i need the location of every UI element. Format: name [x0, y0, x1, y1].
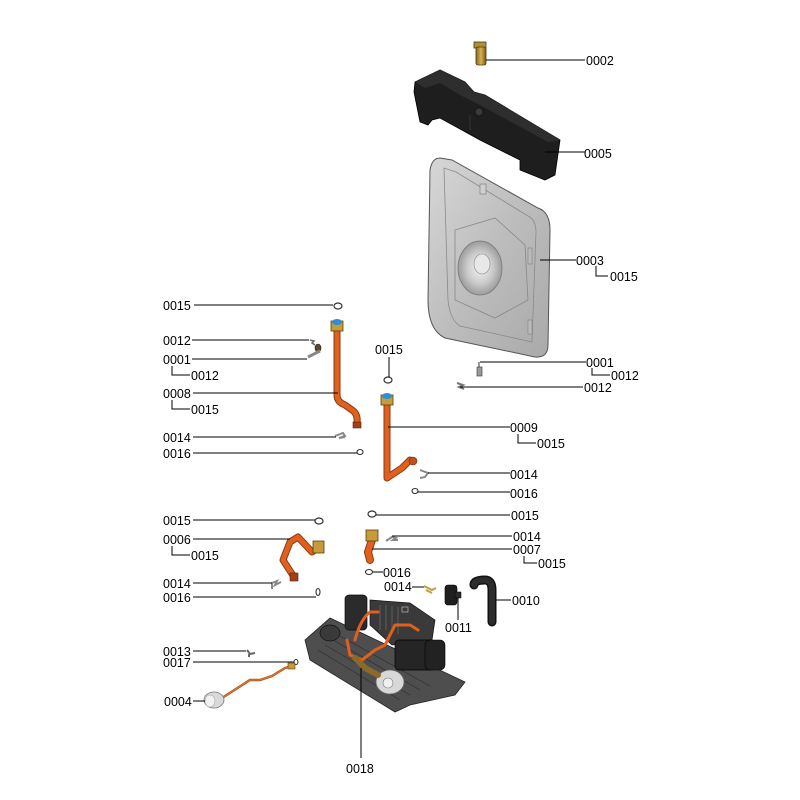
part-0016-oring-d[interactable]: [364, 568, 374, 576]
part-0015-oring-d[interactable]: [314, 517, 324, 525]
label-0014-e[interactable]: 0014: [384, 580, 412, 594]
part-0009-copper-pipe[interactable]: [380, 393, 418, 482]
label-0008[interactable]: 0008: [163, 387, 191, 401]
part-0012-clip-left[interactable]: [309, 339, 316, 346]
part-0018-hydraulic-assembly[interactable]: [304, 594, 466, 713]
label-0001-left[interactable]: 0001: [163, 353, 191, 367]
label-0009[interactable]: 0009: [510, 421, 538, 435]
label-0003-sub-0015[interactable]: 0015: [610, 270, 638, 284]
label-0002[interactable]: 0002: [586, 54, 614, 68]
part-0016-oring-a[interactable]: [356, 448, 364, 456]
label-0014-d[interactable]: 0014: [513, 530, 541, 544]
label-0007[interactable]: 0007: [513, 543, 541, 557]
label-0004[interactable]: 0004: [164, 695, 192, 709]
part-0013-clip[interactable]: [246, 649, 256, 657]
part-0014-clip-d[interactable]: [385, 535, 399, 542]
part-0014-clip-c[interactable]: [271, 579, 282, 589]
part-0016-oring-b[interactable]: [411, 487, 419, 495]
label-0014-a[interactable]: 0014: [163, 431, 191, 445]
label-0014-c[interactable]: 0014: [163, 577, 191, 591]
label-0007-sub-0015[interactable]: 0015: [538, 557, 566, 571]
label-0016-b[interactable]: 0016: [510, 487, 538, 501]
label-0010[interactable]: 0010: [512, 594, 540, 608]
part-0008-copper-pipe[interactable]: [330, 319, 362, 429]
label-0013[interactable]: 0013: [163, 645, 191, 659]
part-0015-oring-b[interactable]: [383, 376, 393, 384]
label-0009-sub-0015[interactable]: 0015: [537, 437, 565, 451]
label-0001-right[interactable]: 0001: [586, 356, 614, 370]
part-0011-valve[interactable]: [444, 584, 462, 606]
part-0005-cover[interactable]: [413, 69, 561, 181]
label-0001-left-sub-0012[interactable]: 0012: [191, 369, 219, 383]
label-0018[interactable]: 0018: [346, 762, 374, 776]
label-0016-c[interactable]: 0016: [163, 591, 191, 605]
part-0014-clip-a[interactable]: [334, 431, 347, 439]
part-0003-fan-housing[interactable]: [427, 157, 551, 358]
label-0015-c[interactable]: 0015: [511, 509, 539, 523]
part-0015-oring-c[interactable]: [367, 510, 377, 518]
part-0006-copper-pipe[interactable]: [279, 533, 325, 582]
label-0006-sub-0015[interactable]: 0015: [191, 549, 219, 563]
part-0004-pressure-gauge[interactable]: [203, 662, 296, 709]
leader-lines: [171, 59, 610, 758]
part-0015-oring-a[interactable]: [333, 302, 343, 310]
label-0015-d[interactable]: 0015: [163, 514, 191, 528]
label-0008-sub-0015[interactable]: 0015: [191, 403, 219, 417]
part-0016-oring-c[interactable]: [315, 587, 321, 597]
label-0015-a[interactable]: 0015: [163, 299, 191, 313]
label-0016-d[interactable]: 0016: [383, 566, 411, 580]
part-0007-elbow[interactable]: [363, 529, 379, 564]
label-0016-a[interactable]: 0016: [163, 447, 191, 461]
part-0002-air-vent[interactable]: [473, 41, 487, 66]
part-0001-sensor-left[interactable]: [307, 343, 322, 359]
label-0006[interactable]: 0006: [163, 533, 191, 547]
part-0014-clip-e[interactable]: [423, 585, 437, 594]
label-0014-b[interactable]: 0014: [510, 468, 538, 482]
part-0014-clip-b[interactable]: [419, 469, 430, 479]
label-0017[interactable]: 0017: [163, 656, 191, 670]
label-0011[interactable]: 0011: [445, 621, 472, 635]
label-0012-left[interactable]: 0012: [163, 334, 191, 348]
label-0001-right-sub-0012[interactable]: 0012: [611, 369, 639, 383]
part-0012-clip-right[interactable]: [456, 382, 466, 390]
label-0005[interactable]: 0005: [584, 147, 612, 161]
part-0001-sensor-right[interactable]: [476, 362, 483, 377]
part-0010-drain-elbow[interactable]: [469, 575, 497, 627]
label-0012-right[interactable]: 0012: [584, 381, 612, 395]
label-0003[interactable]: 0003: [576, 254, 604, 268]
label-0015-b[interactable]: 0015: [375, 343, 403, 357]
